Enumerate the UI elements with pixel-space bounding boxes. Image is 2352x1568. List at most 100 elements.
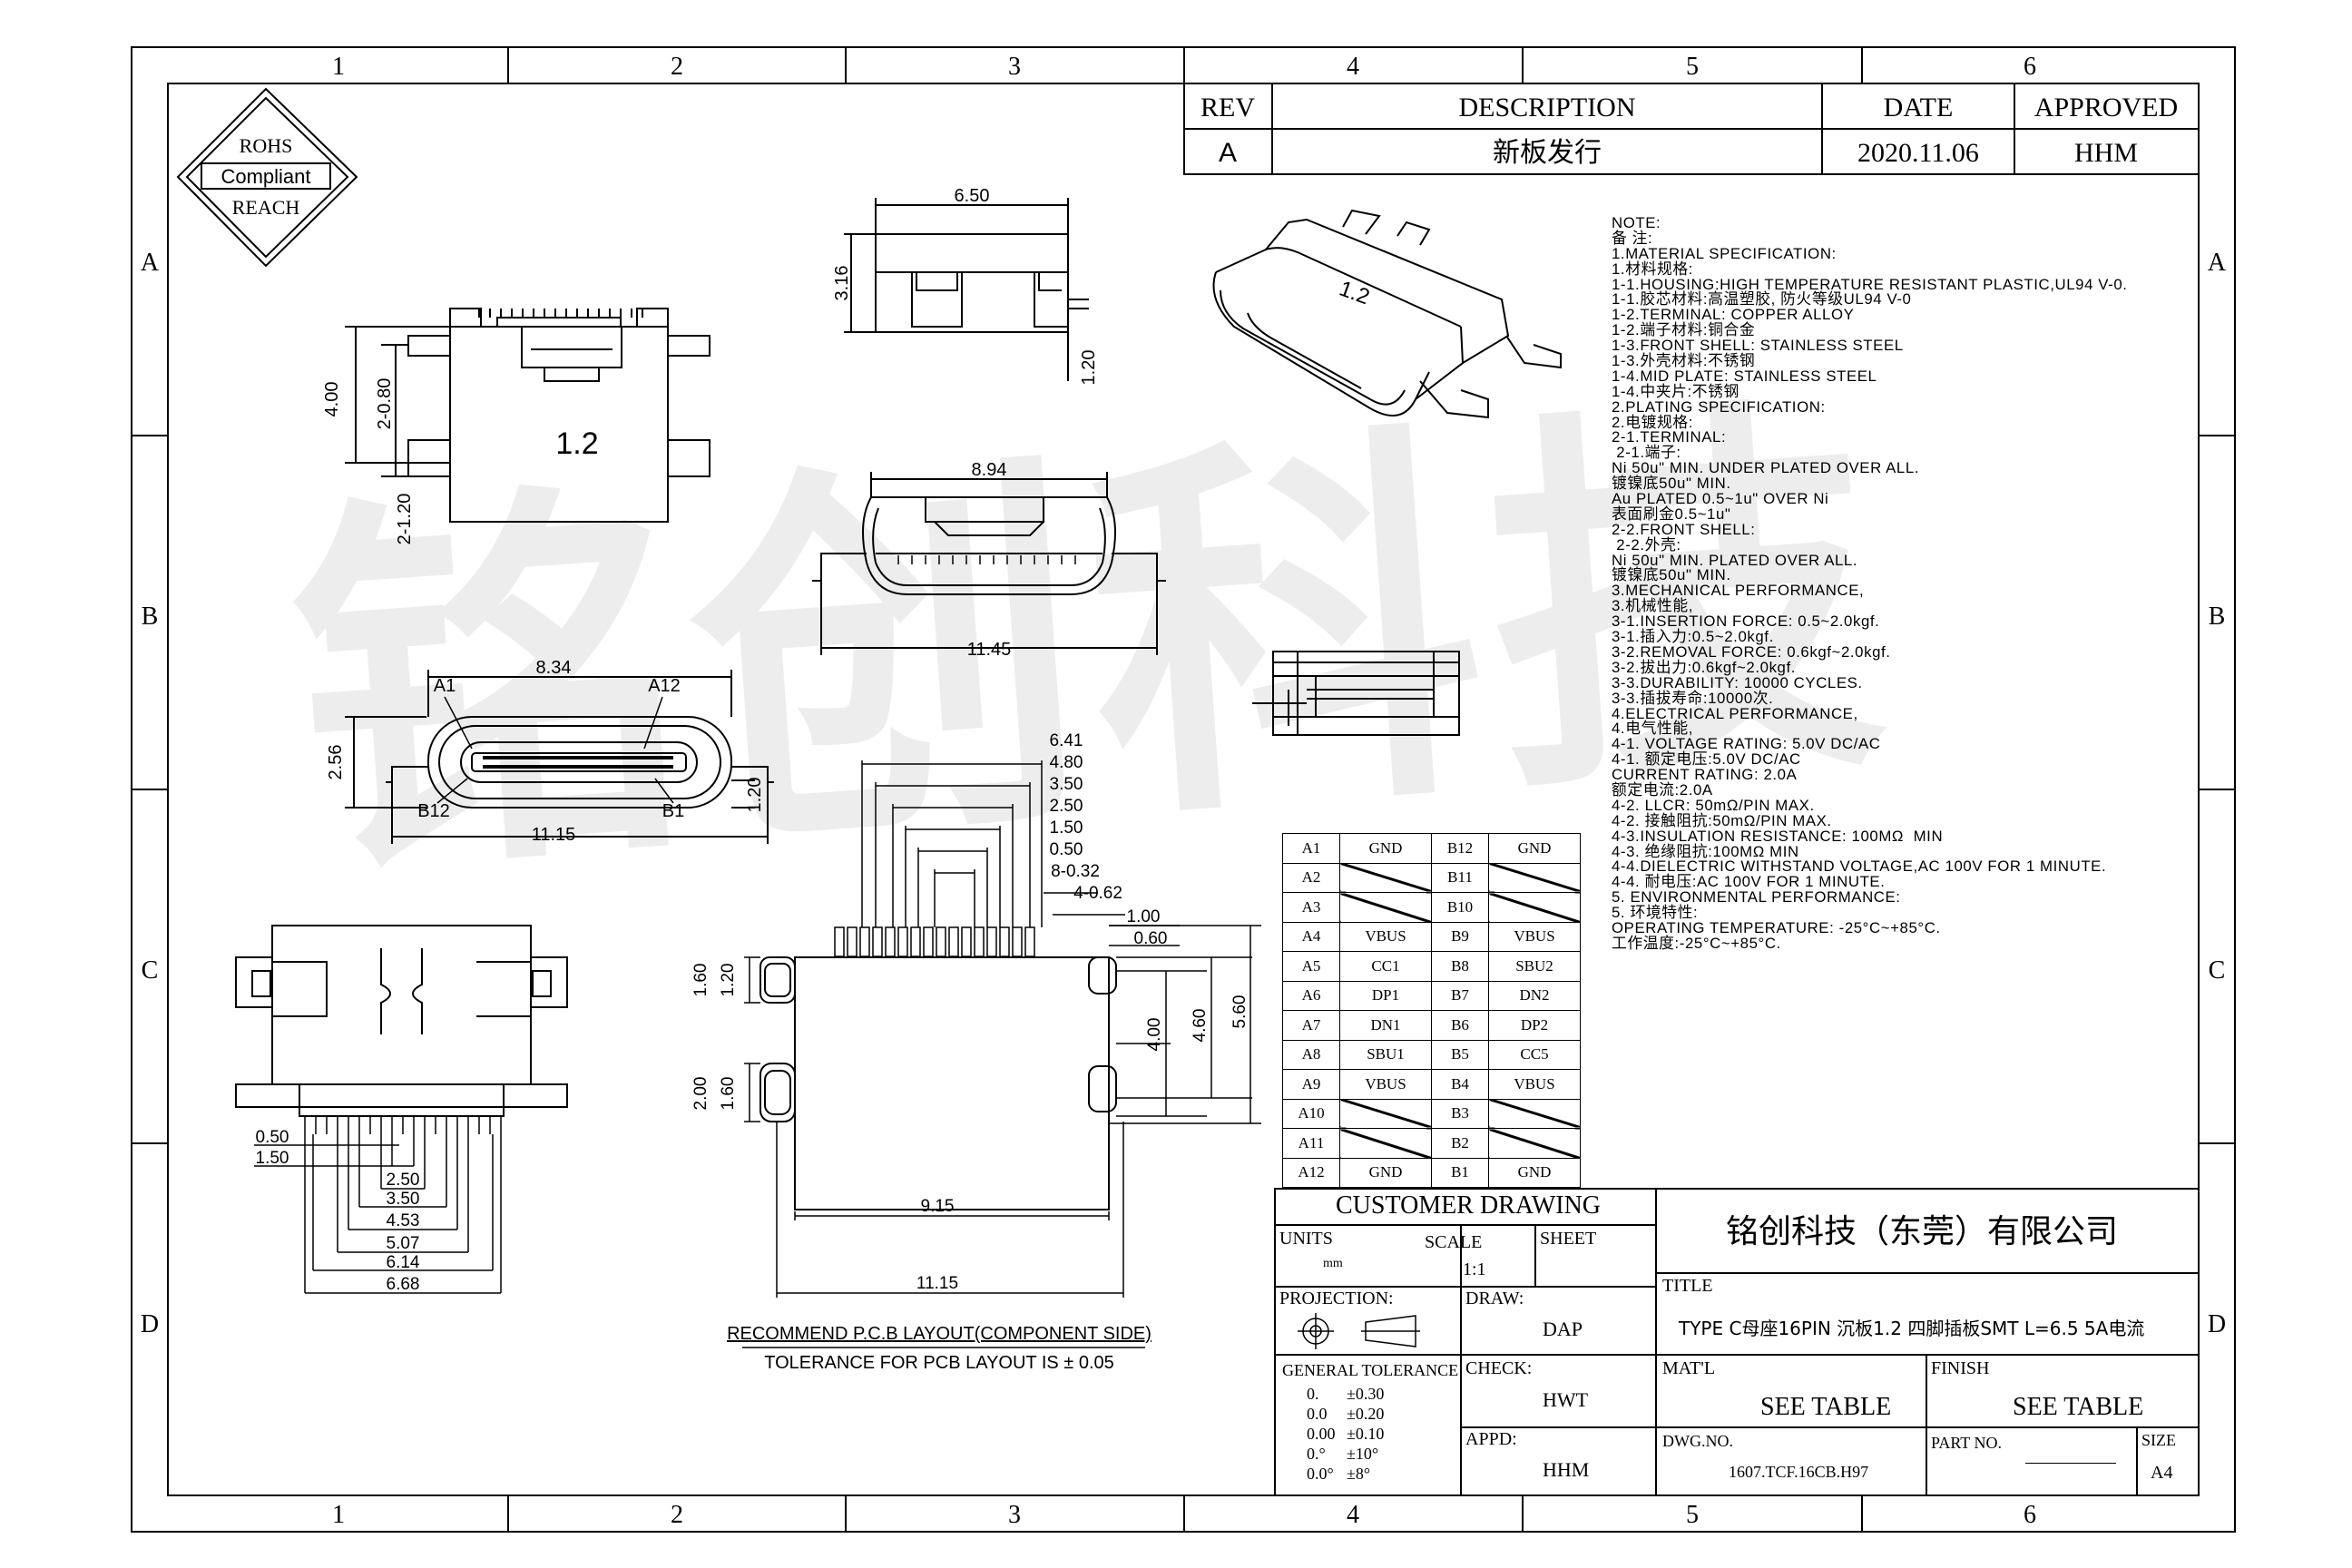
- pin-signal-cell: CC5: [1488, 1039, 1581, 1070]
- units-value: mm: [1323, 1257, 1343, 1270]
- note-line: 4-2. LLCR: 50mΩ/PIN MAX.: [1612, 796, 1815, 814]
- grid-col-5-top: 5: [1686, 53, 1699, 81]
- scale-label: SCALE: [1425, 1232, 1483, 1252]
- bottom-view: [235, 925, 568, 1117]
- finish-value: SEE TABLE: [2013, 1393, 2144, 1421]
- note-line: 1-3.外壳材料:不锈钢: [1612, 352, 1756, 370]
- pcb-pads: [834, 926, 1035, 957]
- pcb-layout: [760, 956, 1117, 1210]
- face-label-b12: B12: [417, 801, 450, 821]
- grid-col-3-bottom: 3: [1008, 1501, 1021, 1529]
- side-view: [812, 472, 1166, 655]
- grid-col-2-bottom: 2: [671, 1501, 683, 1529]
- note-line: 3.机械性能,: [1612, 597, 1693, 615]
- front-view-dims: 4.00 2-0.80 2-1.20 1.2: [322, 378, 599, 545]
- note-line: 4-2. 接触阻抗:50mΩ/PIN MAX.: [1612, 811, 1832, 829]
- note-line: 4.电气性能,: [1612, 720, 1693, 738]
- grid-col-1-bottom: 1: [332, 1501, 345, 1529]
- note-line: 5. ENVIRONMENTAL PERFORMANCE:: [1612, 888, 1901, 906]
- dim-side-total: 11.45: [967, 640, 1012, 660]
- note-line: 3-2.REMOVAL FORCE: 0.6kgf~2.0kgf.: [1612, 642, 1891, 661]
- pin-id-cell: B5: [1431, 1039, 1489, 1070]
- dim-bottom-4-53: 4.53: [387, 1211, 420, 1230]
- tolerance-row: 0.0±0.20: [1307, 1404, 1384, 1424]
- dim-side-width: 8.94: [972, 460, 1007, 480]
- tolerance-value: ±8°: [1347, 1465, 1371, 1483]
- bottom-view-dims: 0.50 1.50 2.50 3.50 4.53 5.07 6.14 6.68: [256, 1128, 420, 1294]
- note-line: 1-2.TERMINAL: COPPER ALLOY: [1612, 306, 1855, 324]
- note-line: 4-4.DIELECTRIC WITHSTAND VOLTAGE,AC 100V…: [1612, 858, 2107, 876]
- note-line: 镀镍底50u" MIN.: [1612, 566, 1731, 584]
- dim-pcb-0-50: 0.50: [1050, 840, 1083, 859]
- dim-front-d1: 2-0.80: [375, 378, 395, 430]
- dim-pcb-1-60b: 1.60: [719, 1077, 738, 1111]
- pin-id-cell: B12: [1431, 833, 1489, 864]
- projection-symbol: [1298, 1313, 1420, 1349]
- dim-pcb-0-60: 0.60: [1134, 929, 1168, 948]
- draw-value: DAP: [1543, 1318, 1583, 1340]
- customer-drawing-label: CUSTOMER DRAWING: [1336, 1191, 1602, 1220]
- note-line: 工作温度:-25°C~+85°C.: [1612, 934, 1781, 952]
- note-line: 3-1.插入力:0.5~2.0kgf.: [1612, 628, 1774, 646]
- pin-signal-cell: VBUS: [1488, 921, 1581, 952]
- grid-row-a-right: A: [2208, 249, 2227, 277]
- company-name: 铭创科技（东莞）有限公司: [1726, 1213, 2119, 1250]
- dim-pcb-1-00: 1.00: [1127, 907, 1161, 926]
- face-label-a12: A12: [648, 676, 681, 696]
- pin-signal-cell: SBU1: [1339, 1039, 1432, 1070]
- pin-signal-cell: [1339, 1128, 1432, 1159]
- pin-signal-cell: VBUS: [1339, 921, 1432, 952]
- note-line: 2-2.外壳:: [1612, 535, 1681, 554]
- note-line: 1-4.中夹片:不锈钢: [1612, 382, 1740, 400]
- pin-signal-cell: [1339, 862, 1432, 893]
- date-header: DATE: [1884, 93, 1954, 122]
- pin-id-cell: B9: [1431, 921, 1489, 952]
- sheet-label: SHEET: [1540, 1229, 1597, 1249]
- tolerance-row: 0.°±10°: [1307, 1444, 1384, 1464]
- tolerance-precision: 0.00: [1307, 1425, 1336, 1443]
- note-line: 2-1.端子:: [1612, 444, 1681, 462]
- dim-pcb-4-60: 4.60: [1191, 1009, 1210, 1043]
- note-line: OPERATING TEMPERATURE: -25°C~+85°C.: [1612, 918, 1941, 936]
- stamp-rohs: ROHS: [240, 134, 293, 157]
- pin-id-cell: A12: [1282, 1157, 1340, 1188]
- note-line: Au PLATED 0.5~1u" OVER Ni: [1612, 490, 1829, 508]
- pin-id-cell: A10: [1282, 1098, 1340, 1129]
- appd-label: APPD:: [1465, 1429, 1517, 1449]
- grid-row-c-right: C: [2209, 956, 2226, 985]
- note-line: 3-3.插拔寿命:10000次.: [1612, 689, 1774, 707]
- dim-face-pin: 1.20: [745, 778, 765, 813]
- pin-signal-cell: DN1: [1339, 1010, 1432, 1041]
- grid-col-6-top: 6: [2024, 53, 2036, 81]
- pin-id-cell: A1: [1282, 833, 1340, 864]
- revision-block: REV DESCRIPTION DATE APPROVED A 新板发行 202…: [1183, 83, 2200, 175]
- grid-row-b-right: B: [2209, 603, 2226, 631]
- note-line: 2-1.TERMINAL:: [1612, 428, 1727, 446]
- pin-signal-cell: [1488, 862, 1581, 893]
- pin-signal-cell: [1339, 1098, 1432, 1129]
- note-line: 4-1. VOLTAGE RATING: 5.0V DC/AC: [1612, 735, 1881, 753]
- dim-bottom-5-07: 5.07: [387, 1234, 420, 1253]
- draw-label: DRAW:: [1465, 1289, 1524, 1308]
- title-block-lines: [1274, 1188, 2200, 1496]
- pin-id-cell: B1: [1431, 1157, 1489, 1188]
- pin-id-cell: B11: [1431, 862, 1489, 893]
- note-line: 2-2.FRONT SHELL:: [1612, 520, 1756, 538]
- stamp-compliant: Compliant: [220, 165, 310, 188]
- note-line: Ni 50u" MIN. PLATED OVER ALL.: [1612, 551, 1858, 569]
- grid-col-2-top: 2: [671, 53, 683, 81]
- pin-signal-cell: GND: [1488, 1157, 1581, 1188]
- grid-row-a-left: A: [141, 249, 160, 277]
- dim-pcb-6-41: 6.41: [1050, 731, 1083, 750]
- pin-signal-cell: [1488, 1098, 1581, 1129]
- side-view-pins: [897, 555, 1076, 564]
- grid-row-c-left: C: [142, 956, 159, 985]
- part-value-line: [2025, 1463, 2116, 1464]
- pin-id-cell: B10: [1431, 892, 1489, 923]
